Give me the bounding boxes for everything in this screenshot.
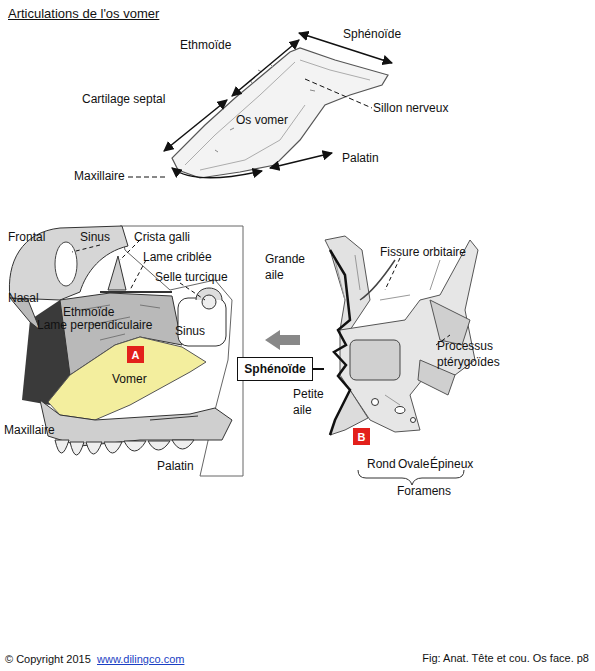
node-text: B [358,431,366,443]
part-label: Processus ptérygoïdes [437,338,509,370]
sphenoid-body [340,240,478,432]
part-label: Sinus [175,324,205,339]
part-label: Grande aile [265,251,311,283]
articulation-arrow [232,40,299,96]
pointer-arrow [265,330,300,350]
part-label: Ethmoïde [180,38,231,53]
callout-badge: B [353,428,370,445]
part-label: Nasal [8,291,39,306]
part-label: Palatin [342,151,379,166]
part-label: Sinus [80,230,110,245]
crista-galli [108,256,126,290]
sphenoid-sinus [178,298,226,346]
bone-name-box: Sphénoïde [237,357,313,381]
sphenoid-central [350,340,400,380]
part-label: Vomer [112,372,147,387]
part-label: Lame perpendiculaire [37,318,152,333]
tooth [70,442,84,455]
part-label: Rond [367,457,396,472]
part-label: Selle turcique [155,270,228,285]
part-label: Crista galli [134,230,190,245]
foramen-rotundum [372,399,379,406]
part-label: Lame criblée [143,250,212,265]
tooth [104,442,122,453]
leader-line [305,79,372,108]
leader-line [385,258,400,290]
part-label: Os vomer [236,113,288,128]
part-label: Maxillaire [4,423,55,438]
frontal-sinus [55,242,77,286]
articulation-arrow [270,153,332,168]
bracket-link [313,368,324,370]
bone-texture [215,64,315,152]
teeth [55,440,194,455]
foramen-brace [358,470,464,485]
bone-texture [335,255,440,405]
copyright-note: © Copyright 2015 [5,652,91,667]
figure-caption: Fig: Anat. Tête et cou. Os face. p8 [422,652,589,664]
leader-line [180,283,205,300]
part-label: Sillon nerveux [373,101,448,116]
articulation-arrow [164,100,227,151]
part-label: Maxillaire [74,169,125,184]
tooth [172,440,194,449]
tooth [55,440,69,453]
hypophysis [202,295,216,309]
leader-line [72,245,100,252]
vomer-bone [172,48,388,178]
articulation-arrow [172,168,262,178]
part-label: Ethmoïde [63,305,114,320]
foramen-ovale [395,407,405,414]
tooth [124,441,146,451]
vomer-highlight [48,337,206,420]
palate-line [150,416,198,420]
node-text: Sphénoïde [244,362,305,376]
part-label: Épineux [430,457,473,472]
part-label: Frontal [8,230,45,245]
callout-badge: A [127,346,144,363]
foramen-spinosum [411,418,416,423]
maxilla [40,400,232,446]
node-text: A [132,349,140,361]
diagram-title: Articulations de l'os vomer [8,6,159,21]
part-label: Sphénoïde [343,27,401,42]
part-label: Fissure orbitaire [380,245,466,260]
leader-line [130,260,146,290]
greater-wing [325,236,370,330]
part-label: Palatin [157,459,194,474]
leader-line [128,177,168,178]
copyright-note: www.dilingco.com [97,652,184,667]
part-label: Foramens [397,484,451,499]
part-label: Petite aile [293,386,331,418]
tooth [148,441,170,450]
part-label: Ovale [398,457,429,472]
sphenoid-outline [330,250,350,435]
tooth [86,442,102,454]
part-label: Cartilage septal [82,92,165,107]
